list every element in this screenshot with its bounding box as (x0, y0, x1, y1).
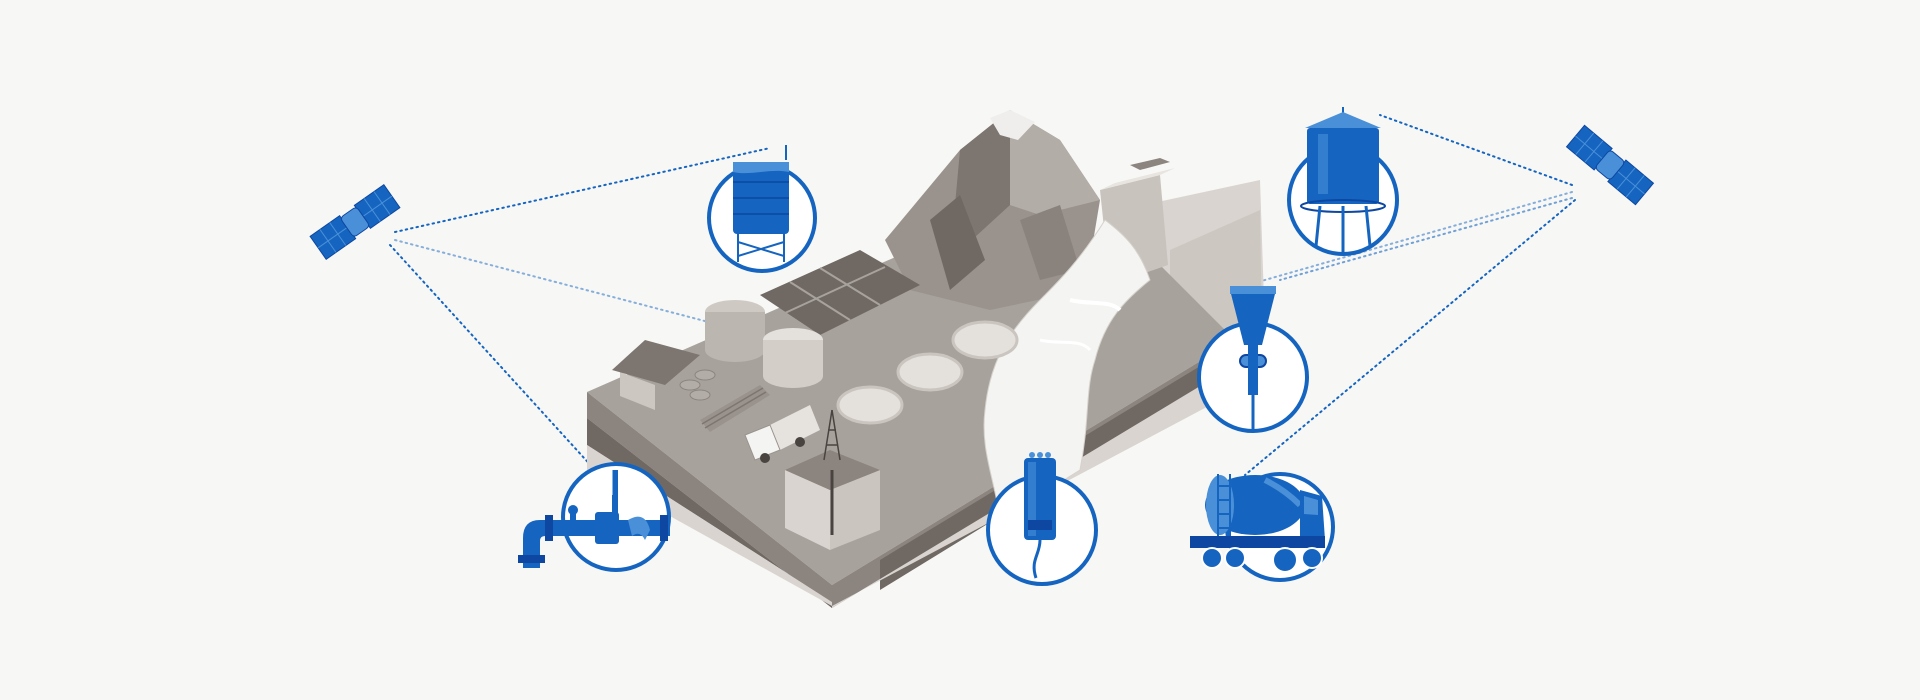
water-tank-icon (733, 145, 789, 262)
pipeline-valve-node (518, 462, 671, 572)
clarifiers (836, 320, 1019, 425)
well-cutout-left (785, 470, 830, 550)
mountain (885, 110, 1100, 310)
terrain-front-left-rock (587, 418, 832, 608)
storage-tank-node (707, 145, 817, 273)
water-probe-icon (1024, 452, 1056, 579)
water-tower-icon (1300, 107, 1386, 252)
level-sensor-node (1197, 286, 1309, 433)
plant-truck (770, 405, 820, 450)
facility (612, 250, 1019, 463)
river-probe-node (986, 452, 1098, 586)
link-satellite-right-level-sensor (1279, 197, 1573, 281)
level-sensor-icon (1230, 286, 1276, 430)
tanker-truck-icon (1190, 474, 1325, 573)
tanker-truck-node (1190, 472, 1335, 582)
link-satellite-right-water-tower (1379, 114, 1573, 186)
link-satellite-left-clarifier (394, 239, 721, 326)
link-satellite-left-pipeline (389, 244, 596, 471)
pipe-valve-icon (518, 470, 670, 568)
well-derrick (823, 409, 841, 461)
house-roof (612, 340, 700, 385)
link-satellite-right-tanker (1244, 199, 1576, 476)
satellite-left-icon (309, 184, 401, 260)
well-cutout-right (830, 470, 880, 550)
house-wall-side (655, 372, 690, 410)
house-wall-front (620, 372, 655, 410)
satellite-right-icon (1565, 124, 1655, 206)
filter-beds (760, 250, 920, 335)
water-tower-node (1287, 107, 1399, 256)
link-satellite-left-storage-tank (394, 147, 771, 233)
link-satellite-right-dam (1229, 191, 1573, 291)
terrain-front-left (587, 392, 832, 608)
